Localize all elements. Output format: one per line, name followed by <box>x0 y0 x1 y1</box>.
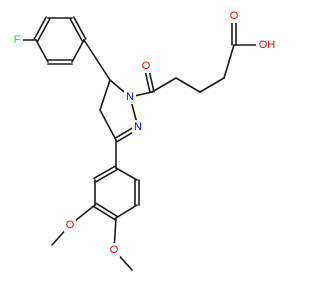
bond-C3-C4 <box>99 109 117 141</box>
atom-label-O-ketone: O <box>142 60 151 72</box>
bond-A5-A6 <box>71 39 85 63</box>
bonds <box>16 15 268 271</box>
atom-O-ketone: O <box>140 59 152 73</box>
atom-label-O-methoxy-para: O <box>110 244 119 256</box>
bond-A2-A3-b <box>33 16 48 40</box>
bond-A2-A3-a <box>36 18 51 42</box>
bond-B6-B1 <box>115 167 138 181</box>
atom-label-OH: OH <box>259 39 276 51</box>
atom-O-carboxyl: O <box>228 9 240 23</box>
atom-O-methoxy-para: O <box>108 243 120 257</box>
bond-B4-B5 <box>115 204 138 219</box>
bond-B1-B2-a <box>93 165 116 180</box>
atom-OH: OH <box>256 38 276 52</box>
atom-F: F <box>11 33 23 47</box>
molecule-structure: F OH O O N N O O <box>11 9 276 271</box>
bond-A4-A5-a <box>69 18 84 42</box>
atom-O-methoxy-meta: O <box>64 218 76 232</box>
bond-A5-C5 <box>83 39 111 81</box>
atom-label-N1: N <box>126 91 134 103</box>
atom-label-O-carboxyl: O <box>230 10 239 22</box>
bond-Cb-Cc <box>175 77 201 93</box>
atom-label-O-methoxy-meta: O <box>66 219 75 231</box>
bond-Ck-Cb <box>151 77 177 93</box>
bond-C4-C5 <box>99 79 111 111</box>
bond-Cd-Cacid <box>223 44 235 79</box>
bond-Cc-Cd <box>199 77 225 93</box>
atom-N1: N <box>124 90 136 104</box>
atom-label-F: F <box>14 34 21 46</box>
bond-B3-B4-b <box>95 202 118 218</box>
bond-A1-A2 <box>35 39 49 63</box>
bond-B1-B2-b <box>95 168 118 183</box>
bond-A4-A5-b <box>72 16 87 40</box>
atom-labels: F OH O O N N O O <box>11 9 276 257</box>
atom-label-N2: N <box>134 121 142 133</box>
bond-B3-B4-a <box>93 205 116 221</box>
atom-N2: N <box>132 120 144 134</box>
